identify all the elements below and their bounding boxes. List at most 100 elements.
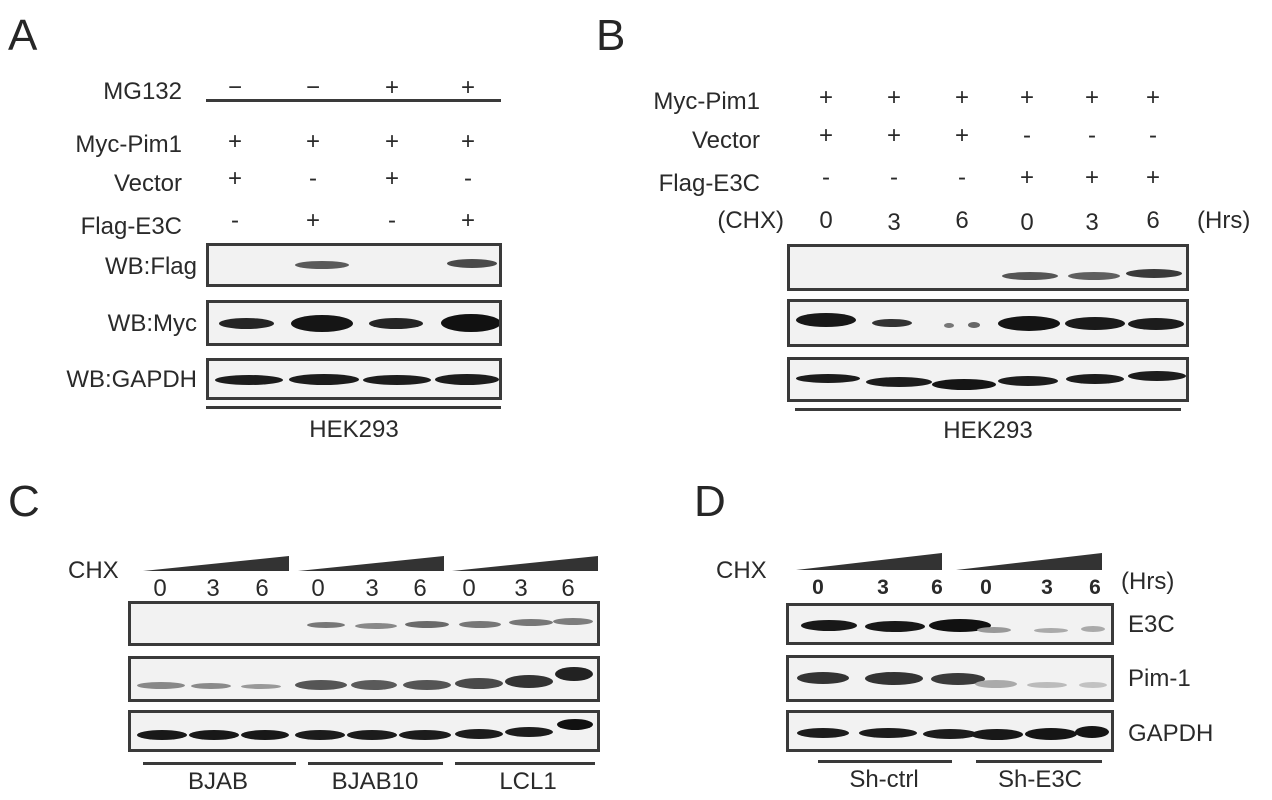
d-group-underline-1	[818, 760, 952, 763]
c-wedge-3	[452, 556, 598, 571]
c-wedge-1	[143, 556, 289, 571]
a-myc-val-2: +	[305, 128, 321, 155]
d-time-1: 0	[812, 576, 824, 599]
panel-a-label: A	[8, 11, 38, 60]
d-blot-gapdh	[786, 710, 1114, 752]
b-myc-val-1: +	[818, 84, 834, 111]
a-myc-label: Myc-Pim1	[75, 131, 182, 158]
b-flag-val-4: +	[1019, 164, 1035, 191]
d-time-4: 0	[980, 576, 992, 599]
d-blot-label-pim1: Pim-1	[1128, 665, 1191, 692]
a-blot-gapdh	[206, 358, 502, 400]
a-mg132-val-1: −	[227, 74, 243, 101]
b-cell-line-underline	[795, 408, 1181, 411]
c-blot-gapdh	[128, 710, 600, 752]
c-wedge-2	[298, 556, 444, 571]
b-vector-val-3: +	[954, 122, 970, 149]
panel-c-label: C	[8, 477, 40, 526]
b-vector-val-4: -	[1023, 122, 1031, 149]
a-blot-label-flag: WB:Flag	[104, 253, 197, 280]
b-vector-val-6: -	[1149, 122, 1157, 149]
c-time-9: 6	[561, 575, 575, 602]
b-myc-val-5: +	[1084, 84, 1100, 111]
c-time-8: 3	[514, 575, 528, 602]
d-time-2: 3	[877, 576, 889, 599]
a-mg132-val-4: +	[460, 74, 476, 101]
c-time-3: 6	[255, 575, 269, 602]
b-flag-val-1: -	[822, 164, 830, 191]
a-vector-val-4: -	[464, 165, 472, 192]
c-blot-e3c	[128, 601, 600, 646]
a-cell-line-underline	[206, 406, 501, 409]
b-cell-line-label: HEK293	[943, 417, 1033, 444]
a-cell-line-label: HEK293	[309, 416, 399, 443]
d-wedge-2	[956, 553, 1102, 570]
b-flag-val-2: -	[890, 164, 898, 191]
a-flag-val-1: -	[231, 207, 239, 234]
b-flag-label: Flag-E3C	[658, 170, 760, 197]
d-time-3: 6	[931, 576, 943, 599]
d-chx-label: CHX	[716, 557, 767, 584]
a-myc-val-4: +	[460, 128, 476, 155]
a-myc-val-1: +	[227, 128, 243, 155]
d-blot-label-gapdh: GAPDH	[1128, 720, 1214, 747]
b-flag-val-6: +	[1145, 164, 1161, 191]
d-blot-pim1	[786, 655, 1114, 702]
c-group-underline-2	[308, 762, 443, 765]
c-group-label-2: BJAB10	[331, 768, 419, 795]
b-myc-val-3: +	[954, 84, 970, 111]
b-flag-val-3: -	[958, 164, 966, 191]
a-blot-flag	[206, 243, 502, 287]
panel-b-label: B	[596, 11, 626, 60]
c-group-underline-3	[455, 762, 595, 765]
a-mg132-label: MG132	[103, 78, 182, 105]
b-vector-val-2: +	[886, 122, 902, 149]
a-myc-val-3: +	[384, 128, 400, 155]
c-time-6: 6	[413, 575, 427, 602]
a-mg132-val-2: −	[305, 74, 321, 101]
d-blot-label-e3c: E3C	[1128, 611, 1175, 638]
a-flag-val-2: +	[305, 207, 321, 234]
b-myc-val-2: +	[886, 84, 902, 111]
c-time-7: 0	[462, 575, 476, 602]
b-myc-val-4: +	[1019, 84, 1035, 111]
panel-d-label: D	[694, 477, 726, 526]
a-flag-label: Flag-E3C	[80, 213, 182, 240]
a-vector-val-1: +	[227, 165, 243, 192]
b-chx-unit: (Hrs)	[1197, 207, 1251, 234]
b-chx-val-1: 0	[819, 207, 833, 234]
a-flag-val-4: +	[460, 207, 476, 234]
d-time-6: 6	[1089, 576, 1101, 599]
b-myc-label: Myc-Pim1	[653, 88, 760, 115]
b-vector-label: Vector	[691, 127, 760, 154]
b-chx-val-5: 3	[1085, 209, 1099, 236]
b-blot-myc	[787, 299, 1189, 347]
c-group-label-1: BJAB	[187, 768, 249, 795]
a-flag-val-3: -	[388, 207, 396, 234]
b-myc-val-6: +	[1145, 84, 1161, 111]
b-flag-val-5: +	[1084, 164, 1100, 191]
d-blot-e3c	[786, 603, 1114, 645]
d-group-label-1: Sh-ctrl	[849, 766, 919, 793]
c-group-underline-1	[143, 762, 296, 765]
c-time-2: 3	[206, 575, 220, 602]
a-blot-label-myc: WB:Myc	[107, 310, 197, 337]
a-blot-myc	[206, 300, 502, 346]
b-blot-gapdh	[787, 357, 1189, 402]
a-mg132-val-3: +	[384, 74, 400, 101]
c-blot-pim1	[128, 656, 600, 702]
b-chx-val-4: 0	[1020, 209, 1034, 236]
d-group-label-2: Sh-E3C	[997, 766, 1083, 793]
b-vector-val-5: -	[1088, 122, 1096, 149]
c-time-5: 3	[365, 575, 379, 602]
d-time-unit: (Hrs)	[1121, 568, 1175, 595]
b-chx-val-6: 6	[1146, 207, 1160, 234]
d-group-underline-2	[976, 760, 1102, 763]
c-group-label-3: LCL1	[499, 768, 557, 795]
a-mg132-underline	[206, 99, 501, 102]
a-vector-label: Vector	[113, 170, 182, 197]
b-chx-val-3: 6	[955, 207, 969, 234]
a-vector-val-2: -	[309, 165, 317, 192]
c-time-4: 0	[311, 575, 325, 602]
b-vector-val-1: +	[818, 122, 834, 149]
